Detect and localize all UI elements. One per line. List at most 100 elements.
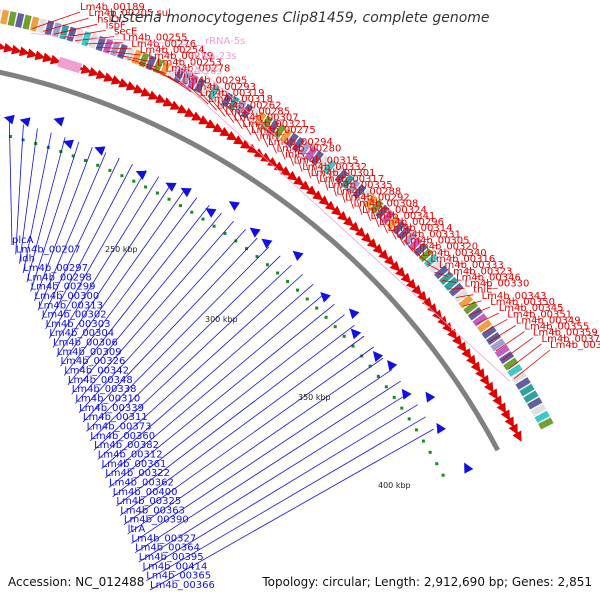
forward-gene-arrow — [49, 54, 61, 65]
cog-feature — [481, 325, 497, 339]
cog-feature — [402, 231, 418, 246]
reverse-gene-arrow — [464, 462, 474, 474]
cog-feature — [285, 132, 299, 148]
forward-gene-arrow — [488, 388, 498, 400]
cog-feature — [310, 150, 324, 166]
forward-gene-arrow — [299, 180, 311, 191]
forward-gene-arrow — [42, 52, 54, 63]
forward-gene-arrow — [456, 341, 467, 353]
callout-line — [41, 157, 120, 320]
gc-dot — [120, 174, 124, 178]
topology-text: Topology: circular; Length: 2,912,690 bp… — [261, 575, 592, 589]
gc-dot — [212, 224, 216, 228]
forward-gene-arrow — [372, 243, 384, 255]
callout-line — [189, 60, 305, 162]
callout-line — [434, 271, 448, 277]
cog-feature — [316, 155, 331, 171]
cog-feature — [253, 111, 267, 127]
gene-label: Lm4b_00205 sul — [89, 8, 171, 19]
cog-feature — [66, 26, 77, 42]
gene-label: Lm4b_00253 — [157, 57, 222, 68]
callout-line — [34, 146, 93, 302]
gc-dot — [255, 255, 259, 259]
forward-gene-arrow — [437, 315, 448, 327]
callout-line — [26, 137, 66, 283]
callout-line — [265, 128, 277, 154]
gene-label: Lm4b_00317 — [319, 174, 384, 185]
cog-feature — [180, 70, 192, 87]
callout-line — [462, 300, 482, 307]
callout-line — [131, 369, 393, 544]
forward-gene-arrow — [226, 131, 238, 141]
forward-gene-arrow — [110, 75, 122, 85]
cog-feature — [499, 351, 515, 365]
gc-dot — [21, 138, 25, 142]
forward-gene-arrow — [286, 170, 298, 181]
gene-label: Lm4b_00395 — [139, 552, 204, 563]
callout-line — [142, 404, 418, 572]
gene-label: Lm4b_00308 — [354, 199, 419, 210]
cog-feature — [428, 259, 444, 274]
cog-feature — [334, 169, 349, 185]
cog-feature — [159, 61, 171, 77]
forward-gene-arrow — [427, 303, 438, 315]
gene-label: Lm4b_00315 — [294, 156, 359, 167]
gene-label: rRNA-23s — [190, 51, 237, 62]
cog-feature — [187, 74, 199, 90]
forward-gene-arrow — [88, 66, 100, 77]
forward-gene-arrow — [442, 322, 453, 334]
cog-feature — [438, 271, 454, 285]
reverse-gene-arrow — [228, 201, 240, 211]
gc-dot — [201, 217, 205, 221]
forward-gene-arrow — [483, 381, 494, 393]
forward-gene-arrow — [395, 266, 406, 278]
forward-gene-arrow — [176, 104, 189, 114]
forward-gene-arrow — [219, 126, 231, 137]
forward-gene-arrow — [479, 374, 490, 386]
gene-label: Lm4b_00341 — [371, 211, 436, 222]
cog-feature — [358, 189, 373, 204]
callout-line — [246, 116, 260, 142]
gene-label: Lm4b_00342 — [64, 366, 129, 377]
callout-line — [198, 90, 217, 111]
cog-feature — [503, 357, 519, 371]
gene-label: inlE — [285, 150, 303, 161]
forward-gene-arrow — [318, 195, 330, 206]
gene-label: Lm4b_00374 — [542, 334, 600, 345]
callout-line — [119, 335, 365, 516]
callout-line — [22, 132, 52, 274]
callout-line — [53, 23, 98, 35]
cog-feature — [304, 145, 318, 161]
gc-dot — [305, 297, 309, 301]
forward-gene-arrow — [504, 416, 514, 428]
reverse-gene-arrow — [436, 422, 446, 434]
forward-gene-arrow — [312, 190, 324, 201]
forward-gene-arrow — [280, 166, 292, 176]
callout-line — [256, 122, 269, 148]
gc-dot — [96, 163, 100, 167]
forward-gene-arrow — [118, 78, 130, 88]
forward-gene-arrow — [421, 296, 433, 308]
forward-gene-arrow — [233, 135, 245, 145]
callout-line — [75, 36, 115, 41]
gene-label: Lm4b_00292 — [345, 193, 410, 204]
callout-line — [104, 293, 325, 479]
gc-dot — [400, 406, 404, 410]
callout-line — [112, 314, 345, 498]
gene-label: Lm4b_00349 — [516, 315, 581, 326]
callout-line — [96, 47, 132, 50]
reverse-gene-arrow — [350, 328, 362, 340]
cog-feature — [266, 119, 280, 135]
callout-line — [337, 180, 346, 203]
callout-line — [508, 343, 542, 370]
gene-label: Lm4b_00319 — [200, 88, 265, 99]
callout-line — [501, 337, 534, 361]
callout-line — [329, 173, 337, 197]
cog-feature — [173, 67, 185, 84]
accession-text: Accession: NC_012488 — [8, 575, 144, 589]
callout-line — [101, 283, 314, 470]
cog-feature — [291, 136, 306, 153]
gene-label: Lm4b_00340 — [422, 248, 487, 259]
cog-feature — [247, 107, 260, 123]
callout-line — [15, 124, 24, 255]
